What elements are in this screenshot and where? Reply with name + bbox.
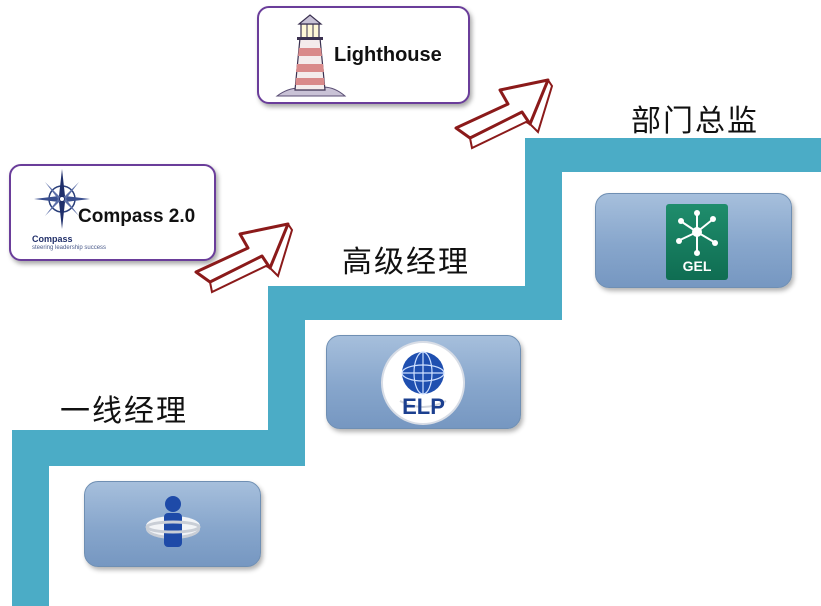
- globe-icon: [381, 341, 465, 425]
- elp-logo-text: ELP: [402, 394, 445, 419]
- level-label-director: 部门总监: [631, 104, 759, 139]
- elp-program-badge: ELP: [326, 335, 521, 429]
- level-label-senior-manager: 高级经理: [342, 245, 470, 280]
- arrow-up-right-icon: [194, 222, 294, 294]
- i-logo-icon: [145, 496, 201, 547]
- lighthouse-title: Lighthouse: [334, 44, 442, 66]
- gel-logo-tile: GEL: [666, 204, 728, 280]
- network-node-icon: [676, 210, 718, 256]
- compass-card: Compass steering leadership success Comp…: [9, 164, 216, 261]
- first-line-program-badge: [84, 481, 261, 567]
- compass-logo-word: Compass: [32, 234, 73, 244]
- lighthouse-card: Lighthouse: [257, 6, 470, 104]
- level-label-first-line-manager: 一线经理: [60, 394, 188, 429]
- lighthouse-icon: [275, 14, 347, 97]
- compass-rose-icon: [34, 169, 90, 229]
- compass-title: Compass 2.0: [78, 206, 196, 227]
- compass-tagline: steering leadership success: [32, 245, 107, 251]
- gel-program-badge: GEL: [595, 193, 792, 288]
- arrow-up-right-icon: [454, 78, 554, 150]
- gel-logo-text: GEL: [682, 258, 712, 274]
